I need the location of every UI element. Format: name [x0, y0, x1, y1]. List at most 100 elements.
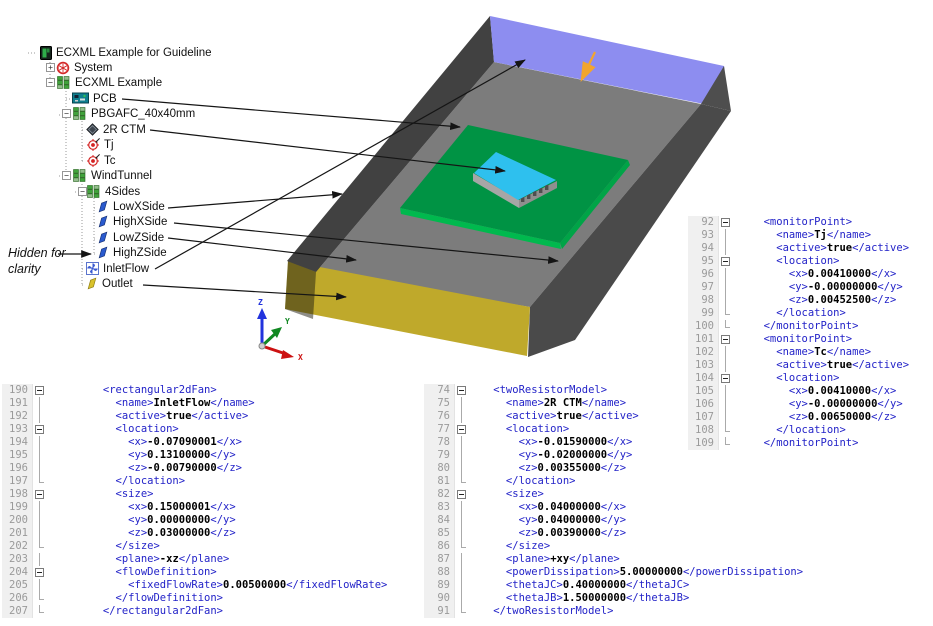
fold-toggle-icon[interactable]: [719, 333, 732, 346]
collapse-icon[interactable]: −: [46, 78, 55, 88]
line-number: 100: [688, 320, 719, 333]
note-line-2: clarity: [8, 262, 41, 276]
code-line: 207 </rectangular2dFan>: [2, 605, 387, 618]
tree-item-label: HighZSide: [113, 247, 167, 260]
tree-item-tc[interactable]: Tc: [0, 153, 320, 169]
code-line: 87 <plane>+xy</plane>: [424, 553, 803, 566]
code-text: <z>0.03000000</z>: [46, 527, 236, 539]
fold-toggle-icon[interactable]: [455, 488, 468, 501]
fold-toggle-icon[interactable]: [33, 423, 46, 436]
tree-item-windtunnel[interactable]: − WindTunnel: [0, 169, 320, 184]
tree-item-inletflow[interactable]: InletFlow: [0, 261, 320, 277]
monitor-point-icon: [86, 153, 104, 169]
tree-item-2r-ctm[interactable]: 2R CTM: [0, 122, 320, 138]
tree-item-4sides[interactable]: −4Sides: [0, 184, 320, 200]
tree-item-highxside[interactable]: HighXSide: [0, 215, 320, 230]
tree-item-ecxml-example[interactable]: −ECXML Example: [0, 76, 320, 91]
xml-tag: </z>: [216, 462, 242, 474]
fold-guide-line: [719, 411, 732, 424]
code-text: <thetaJB>1.50000000</thetaJB>: [468, 592, 689, 604]
line-number: 192: [2, 410, 33, 423]
code-line: 85 <z>0.00390000</z>: [424, 527, 803, 540]
ecxml-file-icon: [40, 45, 58, 61]
code-line: 104 <location>: [688, 372, 909, 385]
xml-value: -0.01590000: [537, 436, 608, 448]
system-icon: [56, 61, 74, 76]
xml-tag: <active>: [732, 242, 827, 254]
fold-toggle-icon[interactable]: [455, 384, 468, 397]
tree-item-label: WindTunnel: [91, 170, 152, 183]
fold-guide-line: [719, 437, 732, 450]
xml-tag: <flowDefinition>: [46, 566, 217, 578]
xml-value: -0.07090001: [147, 436, 217, 448]
code-text: </location>: [468, 475, 576, 487]
xml-tag: </z>: [600, 462, 627, 474]
tunnel-left-wall-lowxside[interactable]: [287, 16, 494, 272]
line-number: 207: [2, 605, 33, 618]
fold-guide-line: [455, 514, 468, 527]
xml-value: true: [166, 410, 192, 422]
collapse-icon[interactable]: −: [62, 171, 71, 181]
code-text: <plane>-xz</plane>: [46, 553, 230, 565]
outlet-face[interactable]: [285, 261, 530, 356]
expand-icon[interactable]: +: [46, 62, 55, 72]
tree-item-pbgafc-40x40mm[interactable]: −PBGAFC_40x40mm: [0, 107, 320, 122]
axis-y-label: Y: [285, 317, 290, 326]
inlet-face[interactable]: [490, 16, 729, 109]
fold-toggle-icon[interactable]: [719, 255, 732, 268]
fold-guide-line: [33, 592, 46, 605]
fold-guide-line: [455, 397, 468, 410]
fold-toggle-icon[interactable]: [33, 384, 46, 397]
annotation-arrows: [58, 59, 559, 301]
fold-toggle-icon[interactable]: [719, 372, 732, 385]
tunnel-right-wall-highxside[interactable]: [528, 104, 731, 357]
code-line: 194 <x>-0.07090001</x>: [2, 436, 387, 449]
code-text: <location>: [46, 423, 179, 435]
tree-item-lowzside[interactable]: LowZSide: [0, 231, 320, 246]
code-text: <z>0.00452500</z>: [732, 294, 896, 306]
fold-toggle-icon[interactable]: [719, 216, 732, 229]
tree-item-system[interactable]: +System: [0, 61, 320, 76]
tree-item-highzside[interactable]: HighZSide: [0, 246, 320, 261]
code-line: 206 </flowDefinition>: [2, 592, 387, 605]
line-number: 201: [2, 527, 33, 540]
tree-item-lowxside[interactable]: LowXSide: [0, 200, 320, 215]
tree-item-pcb[interactable]: PCB: [0, 92, 320, 107]
line-number: 94: [688, 242, 719, 255]
code-line: 99 </location>: [688, 307, 909, 320]
line-number: 89: [424, 579, 455, 592]
side-face-icon: [97, 215, 115, 230]
fold-guide-line: [719, 242, 732, 255]
code-text: <active>true</active>: [468, 410, 639, 422]
collapse-icon[interactable]: −: [78, 186, 87, 196]
line-number: 103: [688, 359, 719, 372]
line-number: 75: [424, 397, 455, 410]
xml-tag: <thetaJB>: [468, 592, 563, 604]
chip-die-top[interactable]: [474, 152, 556, 200]
line-number: 82: [424, 488, 455, 501]
collapse-icon[interactable]: −: [62, 109, 71, 119]
fold-toggle-icon[interactable]: [455, 423, 468, 436]
line-number: 102: [688, 346, 719, 359]
xml-tag: <twoResistorModel>: [468, 384, 608, 396]
tree-item-ecxml-example-for-guideline[interactable]: ECXML Example for Guideline: [0, 45, 320, 61]
assembly-icon: [72, 107, 90, 122]
fold-toggle-icon[interactable]: [33, 566, 46, 579]
xml-tag: <active>: [468, 410, 557, 422]
code-text: <flowDefinition>: [46, 566, 217, 578]
code-text: <name>Tj</name>: [732, 229, 871, 241]
fold-toggle-icon[interactable]: [33, 488, 46, 501]
note-line-1: Hidden for: [8, 246, 66, 260]
fold-guide-line: [33, 605, 46, 618]
fold-guide-line: [455, 475, 468, 488]
xml-tag: <monitorPoint>: [732, 333, 853, 345]
code-text: <size>: [46, 488, 154, 500]
xml-value: true: [826, 242, 853, 254]
tree-item-outlet[interactable]: Outlet: [0, 277, 320, 292]
xml-tag: <y>: [468, 514, 538, 526]
xml-tag: <x>: [46, 501, 148, 513]
package-substrate-left: [473, 173, 519, 208]
line-number: 99: [688, 307, 719, 320]
code-line: 191 <name>InletFlow</name>: [2, 397, 387, 410]
tree-item-tj[interactable]: Tj: [0, 138, 320, 153]
